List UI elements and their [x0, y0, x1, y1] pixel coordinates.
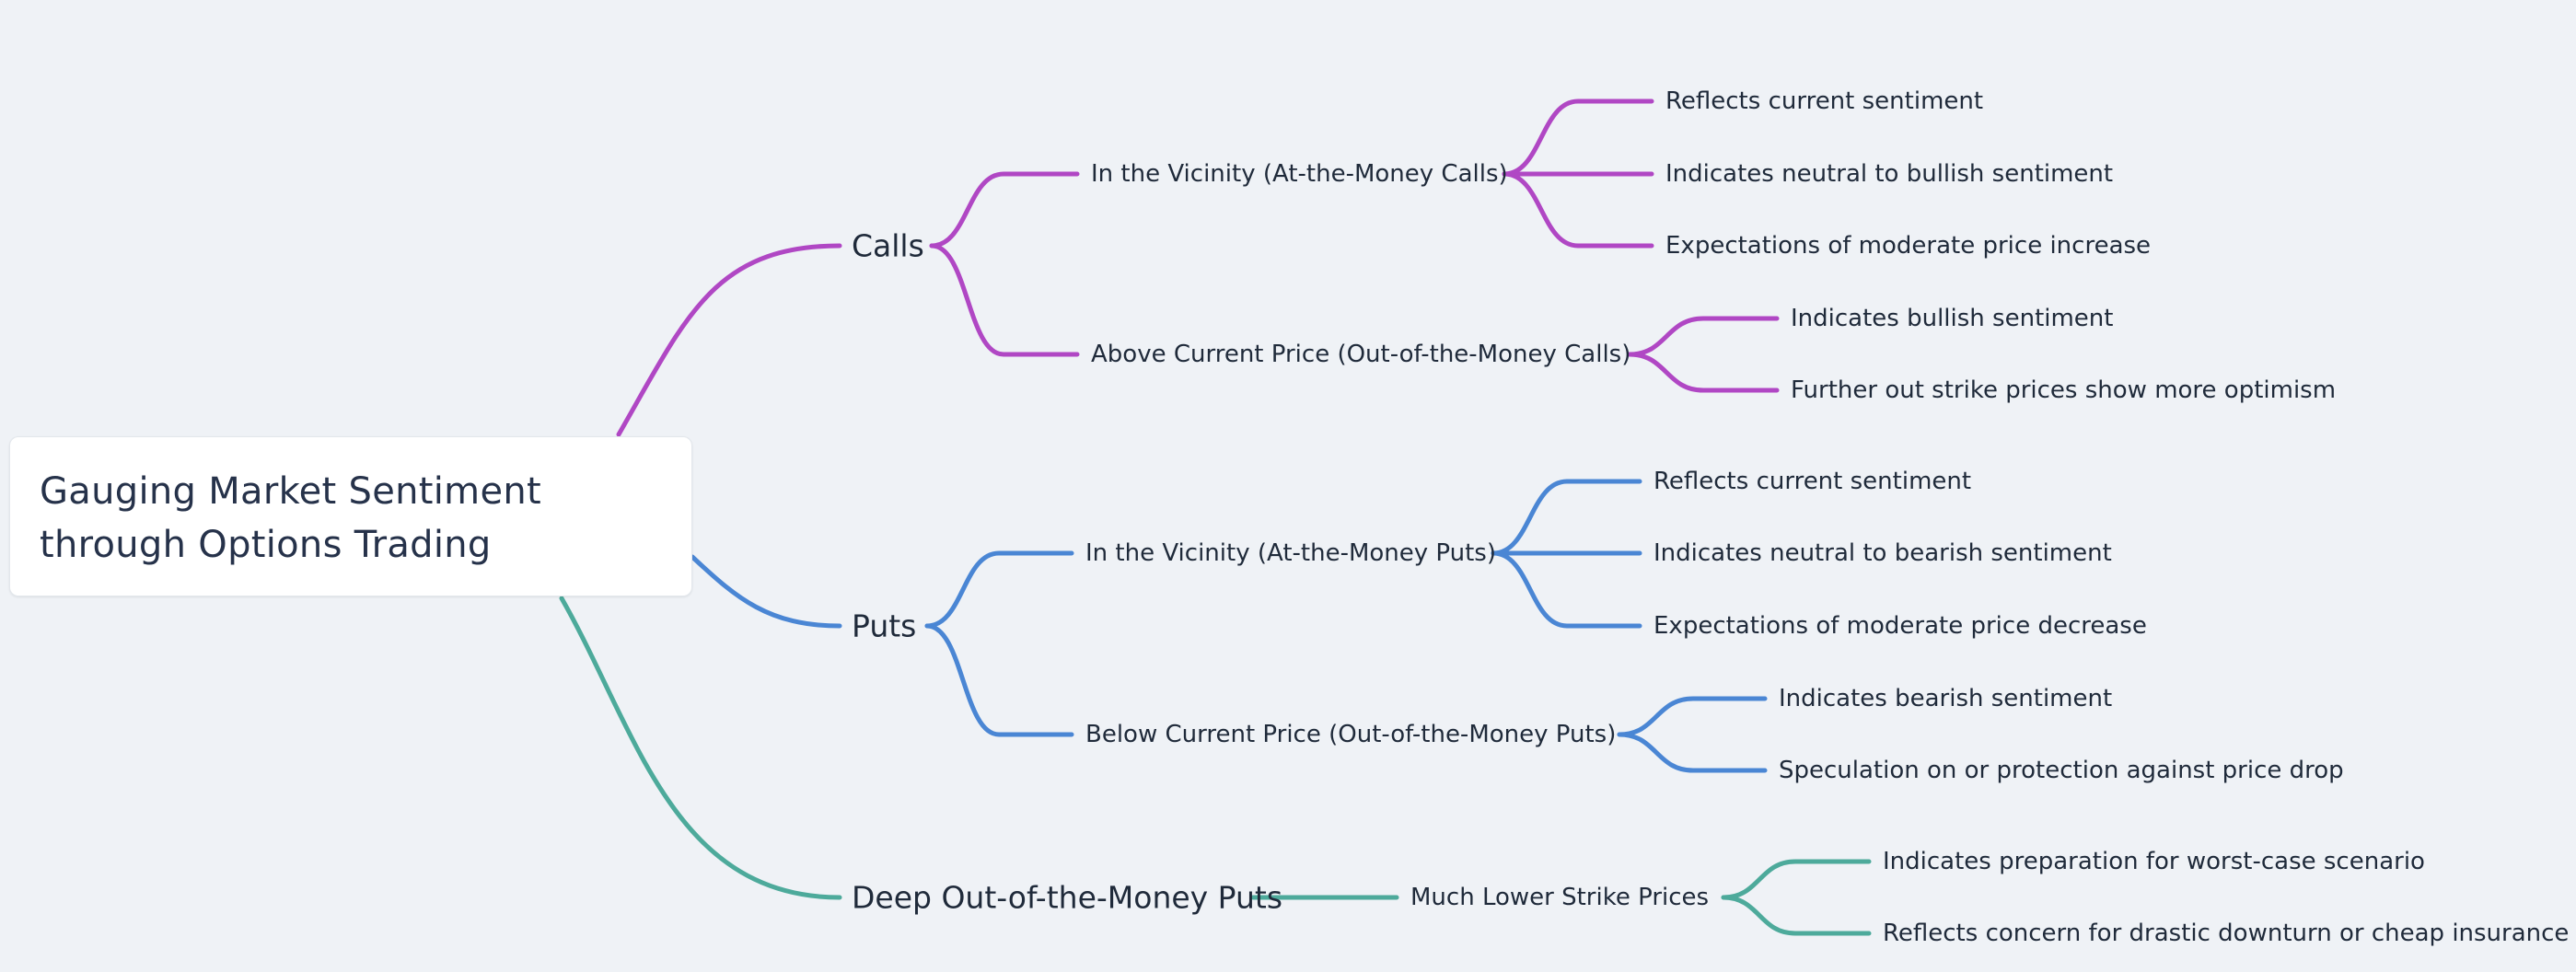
link-root-puts: [690, 554, 842, 629]
link-root-deep: [559, 596, 842, 900]
leaf-puts-otm-1[interactable]: Indicates bearish sentiment: [1779, 685, 2113, 712]
link-puts-otm-leaf-2: [1617, 732, 1768, 773]
subtopic-puts-otm[interactable]: Below Current Price (Out-of-the-Money Pu…: [1085, 721, 1617, 748]
link-puts-otm-leaf-1: [1617, 696, 1768, 737]
leaf-puts-atm-1[interactable]: Reflects current sentiment: [1654, 468, 1972, 495]
subtopic-puts-atm[interactable]: In the Vicinity (At-the-Money Puts): [1085, 539, 1496, 567]
topic-puts[interactable]: Puts: [852, 608, 917, 644]
link-puts-atm: [924, 550, 1074, 629]
leaf-calls-otm-2[interactable]: Further out strike prices show more opti…: [1791, 376, 2337, 404]
leaf-deep-2[interactable]: Reflects concern for drastic downturn or…: [1883, 920, 2570, 947]
root-node[interactable]: Gauging Market Sentiment through Options…: [9, 436, 692, 596]
subtopic-much-lower-strikes[interactable]: Much Lower Strike Prices: [1410, 884, 1710, 911]
link-puts-atm-leaf-3: [1491, 550, 1642, 629]
link-calls-otm: [929, 243, 1080, 357]
link-calls-atm: [929, 171, 1080, 249]
leaf-calls-atm-1[interactable]: Reflects current sentiment: [1665, 87, 1984, 115]
link-puts-atm-leaf-1: [1491, 479, 1642, 556]
link-calls-otm-leaf-2: [1627, 352, 1780, 393]
subtopic-calls-otm[interactable]: Above Current Price (Out-of-the-Money Ca…: [1091, 341, 1631, 368]
leaf-calls-otm-1[interactable]: Indicates bullish sentiment: [1791, 305, 2114, 332]
leaf-calls-atm-2[interactable]: Indicates neutral to bullish sentiment: [1665, 160, 2114, 188]
leaf-puts-atm-3[interactable]: Expectations of moderate price decrease: [1654, 612, 2147, 640]
leaf-puts-atm-2[interactable]: Indicates neutral to bearish sentiment: [1654, 539, 2112, 567]
link-calls-otm-leaf-1: [1627, 316, 1780, 357]
link-calls-atm-leaf-1: [1502, 98, 1654, 177]
link-deep-leaf-1: [1721, 859, 1872, 900]
topic-deep-otm-puts[interactable]: Deep Out-of-the-Money Puts: [852, 879, 1283, 916]
link-deep-leaf-2: [1721, 895, 1872, 936]
leaf-deep-1[interactable]: Indicates preparation for worst-case sce…: [1883, 848, 2425, 875]
leaf-calls-atm-3[interactable]: Expectations of moderate price increase: [1665, 232, 2152, 260]
root-title: Gauging Market Sentiment through Options…: [40, 470, 541, 566]
subtopic-calls-atm[interactable]: In the Vicinity (At-the-Money Calls): [1091, 160, 1508, 188]
link-puts-otm: [924, 623, 1074, 737]
topic-calls[interactable]: Calls: [852, 227, 924, 264]
link-root-calls: [616, 243, 842, 437]
link-calls-atm-leaf-3: [1502, 171, 1654, 249]
leaf-puts-otm-2[interactable]: Speculation on or protection against pri…: [1779, 757, 2344, 784]
